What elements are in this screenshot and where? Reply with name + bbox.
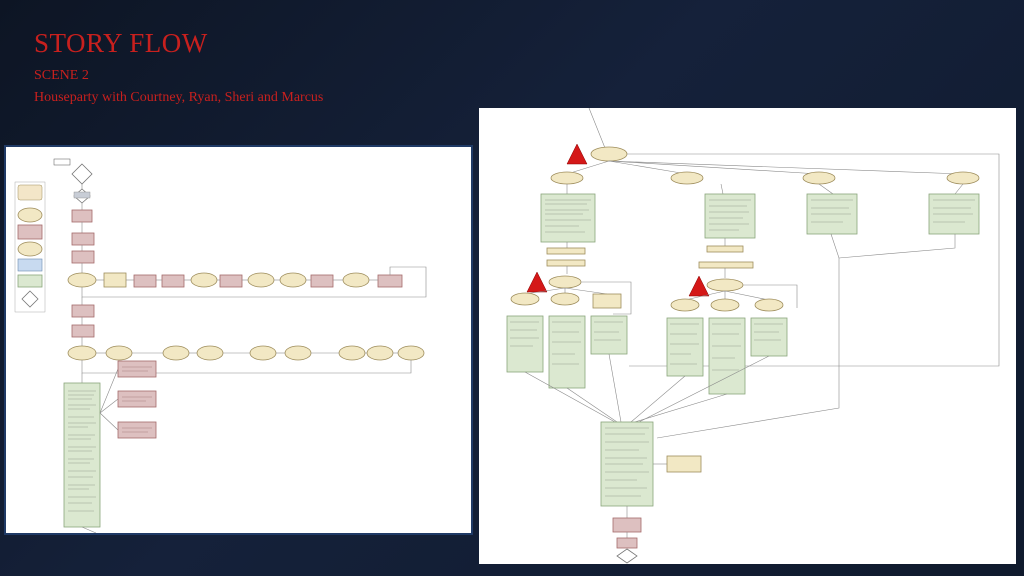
right-flowchart: [506, 108, 1000, 564]
end-diamond: [616, 548, 638, 564]
row-1-nodes: [67, 266, 427, 298]
warning-marker-3: [688, 275, 710, 297]
top-choice-node: [590, 146, 628, 162]
side-box-3: [117, 421, 157, 439]
scene-label: SCENE 2: [34, 68, 89, 83]
left-flowchart: [14, 158, 427, 533]
right-flowchart-panel: [479, 108, 1016, 564]
side-box-2: [117, 390, 157, 408]
row-2-nodes: [67, 345, 425, 374]
start-diamond: [71, 163, 93, 185]
scene-entry-box: [71, 209, 93, 223]
left-flowchart-panel: [4, 145, 473, 535]
warning-marker-1: [566, 143, 588, 165]
warning-marker-2: [526, 271, 548, 293]
scene-text-block: [63, 382, 101, 528]
top-text-boxes: [540, 193, 980, 243]
next-scene-link: [612, 517, 642, 533]
slide-title: STORY FLOW: [34, 28, 208, 58]
side-box-1: [117, 360, 157, 378]
legend: [14, 181, 46, 313]
scene-header-label: [53, 158, 71, 166]
scene-subtitle: Houseparty with Courtney, Ryan, Sheri an…: [34, 90, 324, 105]
